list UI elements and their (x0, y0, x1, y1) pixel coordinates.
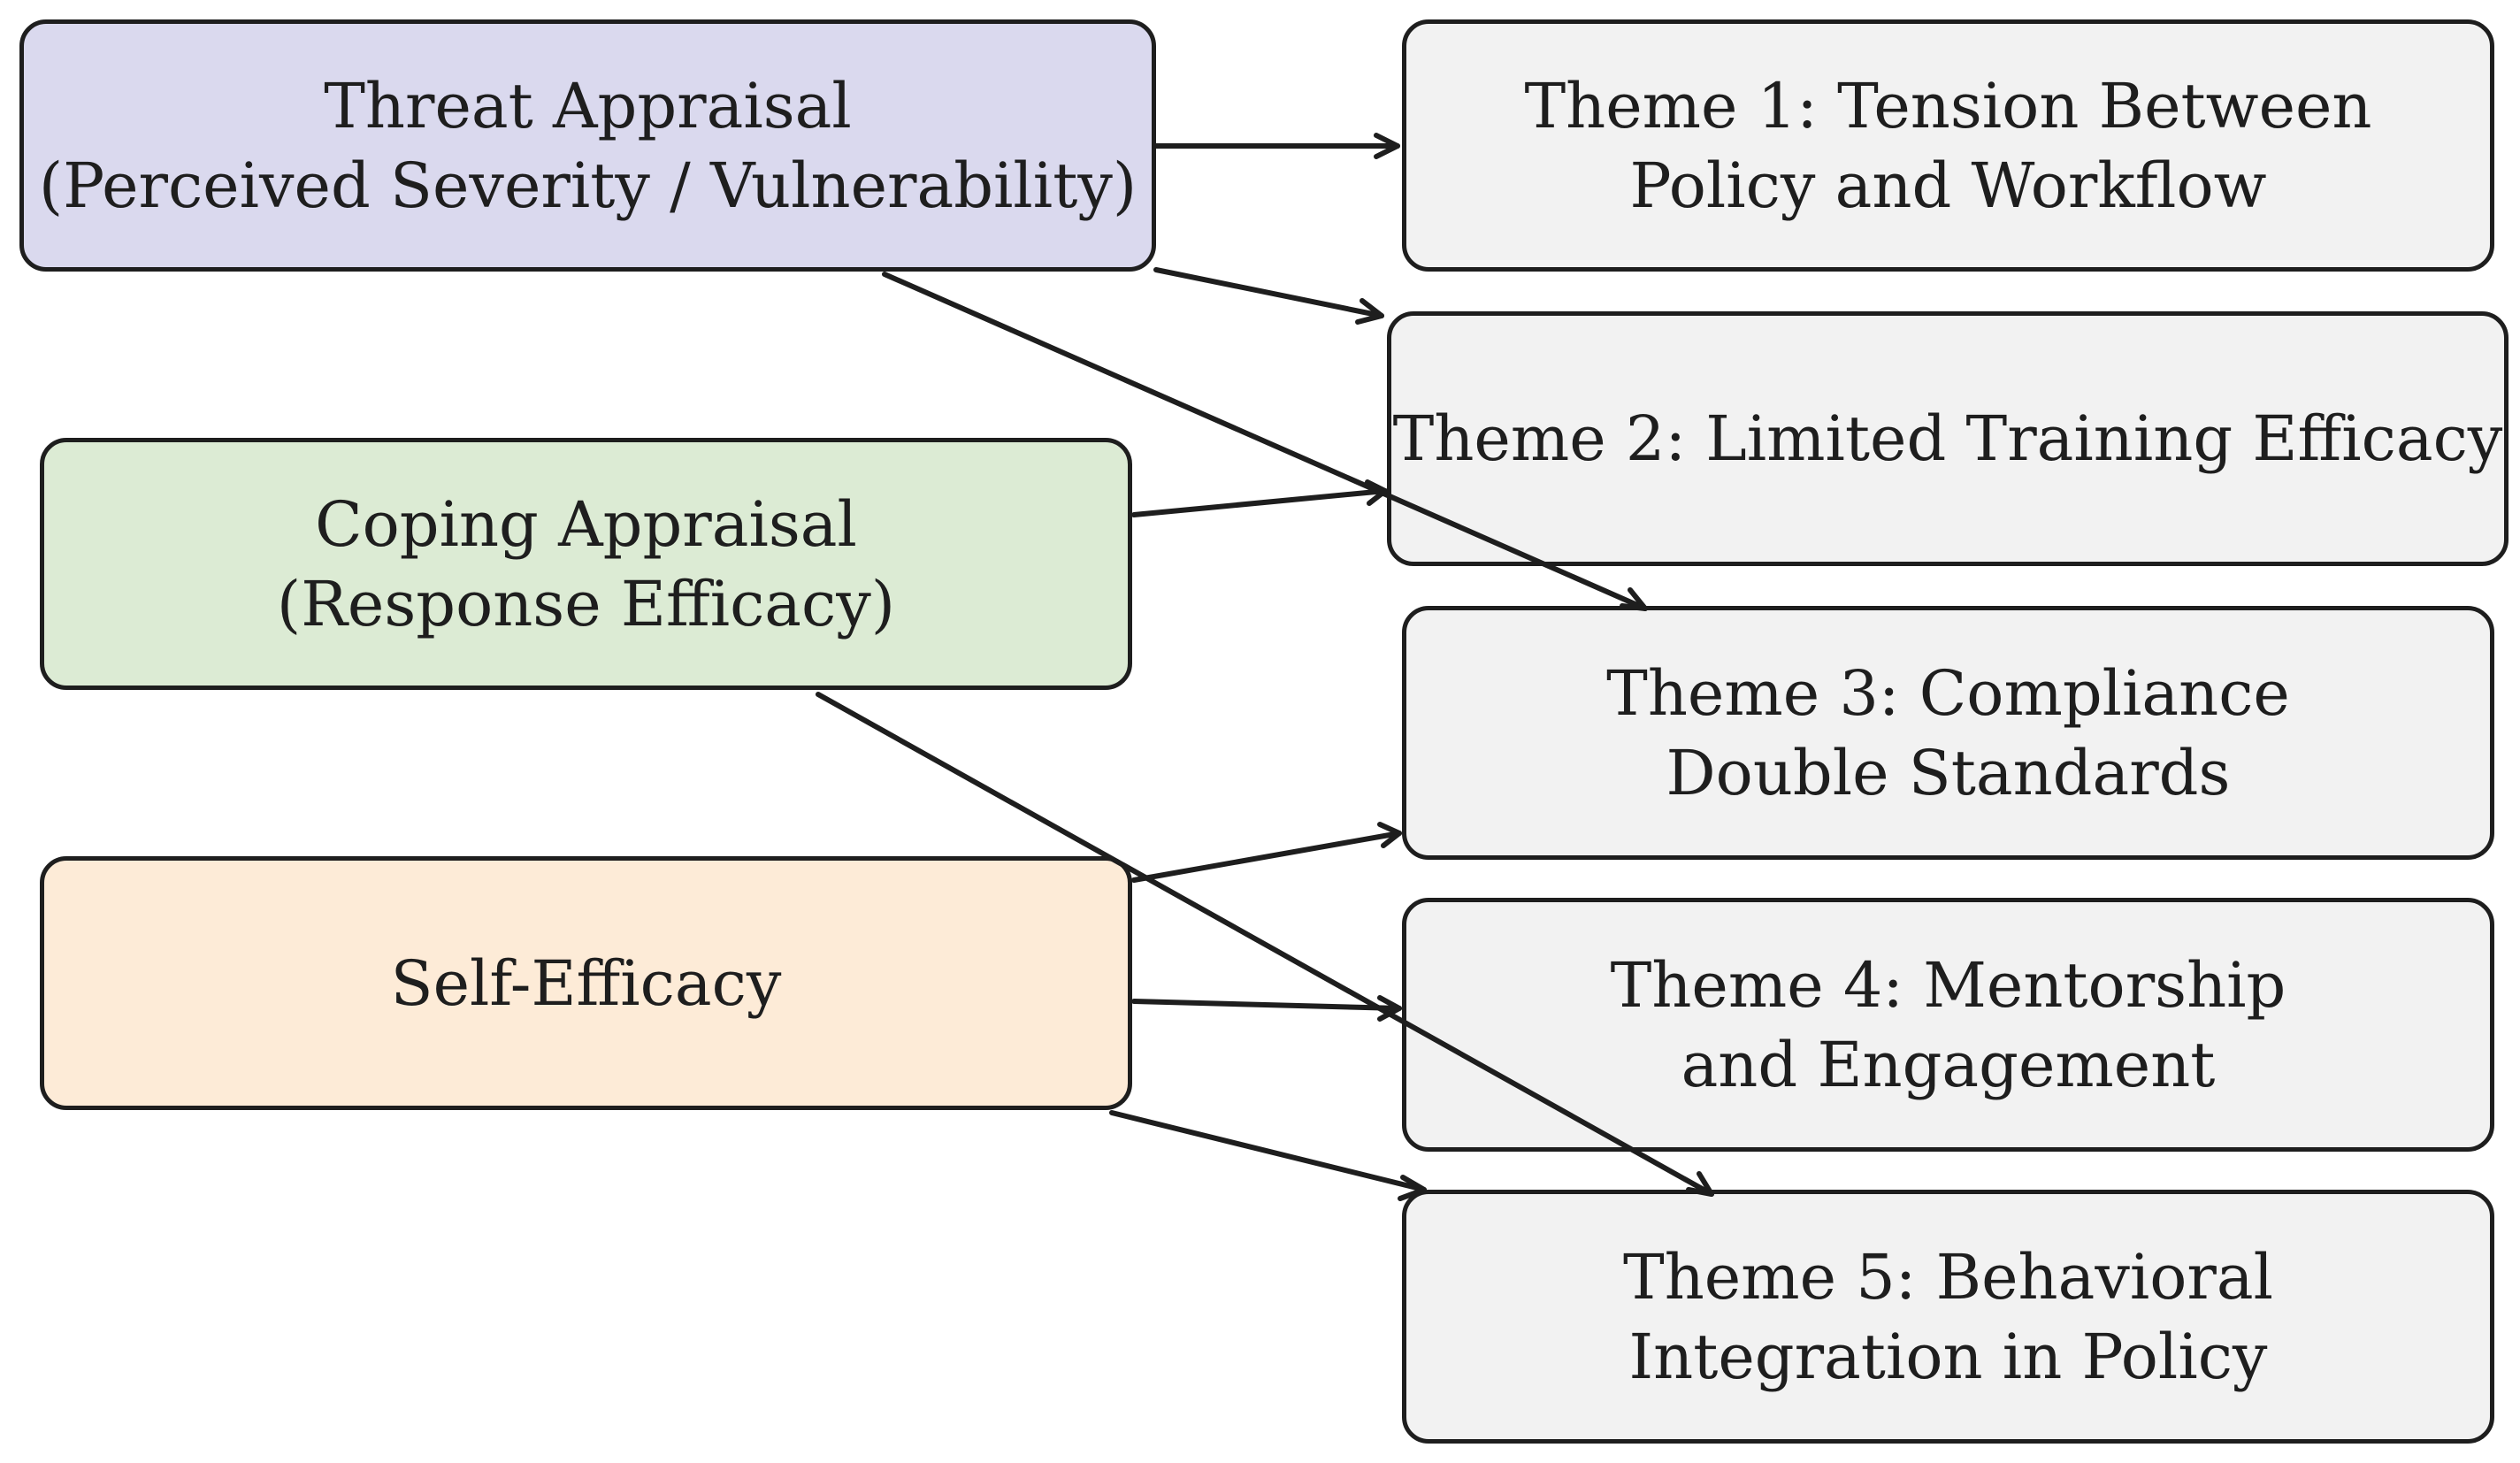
threat-appraisal-subtitle: (Perceived Severity / Vulnerability) (38, 149, 1137, 222)
threat-appraisal-title: Threat Appraisal (324, 69, 852, 142)
theme-5-box: Theme 5: Behavioral Integration in Polic… (1402, 1190, 2494, 1444)
theme-4-line-1: Theme 4: Mentorship (1610, 948, 2286, 1022)
theme-3-box: Theme 3: Compliance Double Standards (1402, 606, 2494, 860)
threat-appraisal-box: Threat Appraisal (Perceived Severity / V… (19, 19, 1156, 272)
coping-appraisal-box: Coping Appraisal (Response Efficacy) (40, 438, 1132, 690)
theme-2-line-1: Theme 2: Limited Training Efficacy (1392, 402, 2503, 475)
theme-2-box: Theme 2: Limited Training Efficacy (1387, 311, 2509, 566)
coping-appraisal-title: Coping Appraisal (315, 487, 857, 561)
arrow-threat-to-theme-2 (1153, 267, 1384, 325)
theme-5-line-1: Theme 5: Behavioral (1623, 1240, 2273, 1314)
self-efficacy-title: Self-Efficacy (390, 946, 782, 1020)
arrow-coping-to-theme-2 (1131, 479, 1388, 517)
theme-4-box: Theme 4: Mentorship and Engagement (1402, 898, 2494, 1152)
arrow-self-to-theme-4 (1131, 995, 1402, 1022)
theme-5-line-2: Integration in Policy (1628, 1320, 2268, 1393)
theme-1-box: Theme 1: Tension Between Policy and Work… (1402, 19, 2494, 272)
coping-appraisal-subtitle: (Response Efficacy) (276, 567, 896, 640)
theme-3-line-2: Double Standards (1666, 736, 2231, 809)
arrow-self-to-theme-5 (1109, 1110, 1427, 1201)
self-efficacy-box: Self-Efficacy (40, 856, 1132, 1110)
theme-1-line-1: Theme 1: Tension Between (1524, 69, 2372, 142)
theme-3-line-1: Theme 3: Compliance (1606, 656, 2290, 730)
theme-4-line-2: and Engagement (1681, 1028, 2216, 1101)
theme-1-line-2: Policy and Workflow (1629, 149, 2267, 222)
arrow-threat-to-theme-1 (1153, 133, 1400, 159)
arrow-self-to-theme-3 (1131, 822, 1402, 883)
